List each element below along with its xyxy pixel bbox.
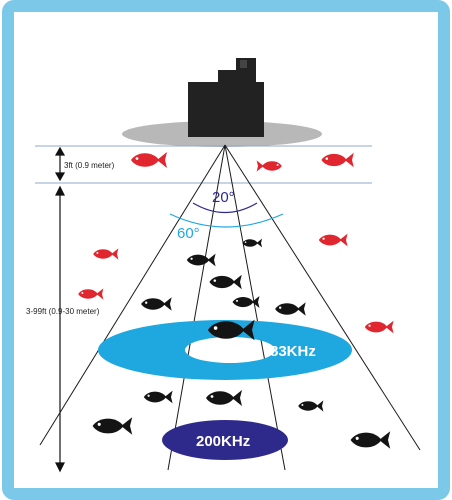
narrow-beam-cone (167, 144, 286, 471)
fish-icon (207, 319, 255, 341)
angle-20-arc (192, 202, 258, 213)
depth-long-arrow (55, 185, 65, 473)
fish-icon (141, 297, 172, 311)
angle-60-arc (169, 213, 284, 228)
fish-icon (209, 274, 242, 290)
fish-icon (298, 400, 324, 412)
fish-layer (78, 152, 394, 449)
depth-short-arrow (54, 146, 66, 182)
fish-icon (186, 253, 216, 267)
fish-icon (93, 248, 119, 260)
fish-icon (92, 417, 133, 435)
wide-beam-ring (98, 320, 352, 380)
fish-icon (318, 233, 348, 247)
fish-icon (206, 390, 242, 406)
fish-icon (350, 431, 391, 449)
angle-wide-label: 60° (177, 225, 200, 242)
fish-icon (143, 390, 173, 404)
wide-beam-cone (39, 144, 421, 451)
fish-icon (364, 320, 394, 334)
fish-icon (242, 238, 263, 248)
depth-short-label: 3ft (0.9 meter) (64, 161, 115, 170)
fish-icon (321, 152, 354, 168)
fish-icon (78, 288, 104, 300)
fish-icon (232, 296, 260, 308)
boat-icon (188, 58, 264, 137)
depth-long-label: 3-99ft (0.9-30 meter) (26, 307, 100, 316)
freq-wide-label: 83KHz (270, 343, 316, 360)
freq-narrow-label: 200KHz (196, 433, 250, 450)
fish-icon (131, 152, 167, 168)
angle-narrow-label: 20° (212, 189, 235, 206)
fish-icon (275, 302, 306, 316)
fish-icon (256, 160, 282, 172)
narrow-beam-ellipse (162, 420, 288, 460)
